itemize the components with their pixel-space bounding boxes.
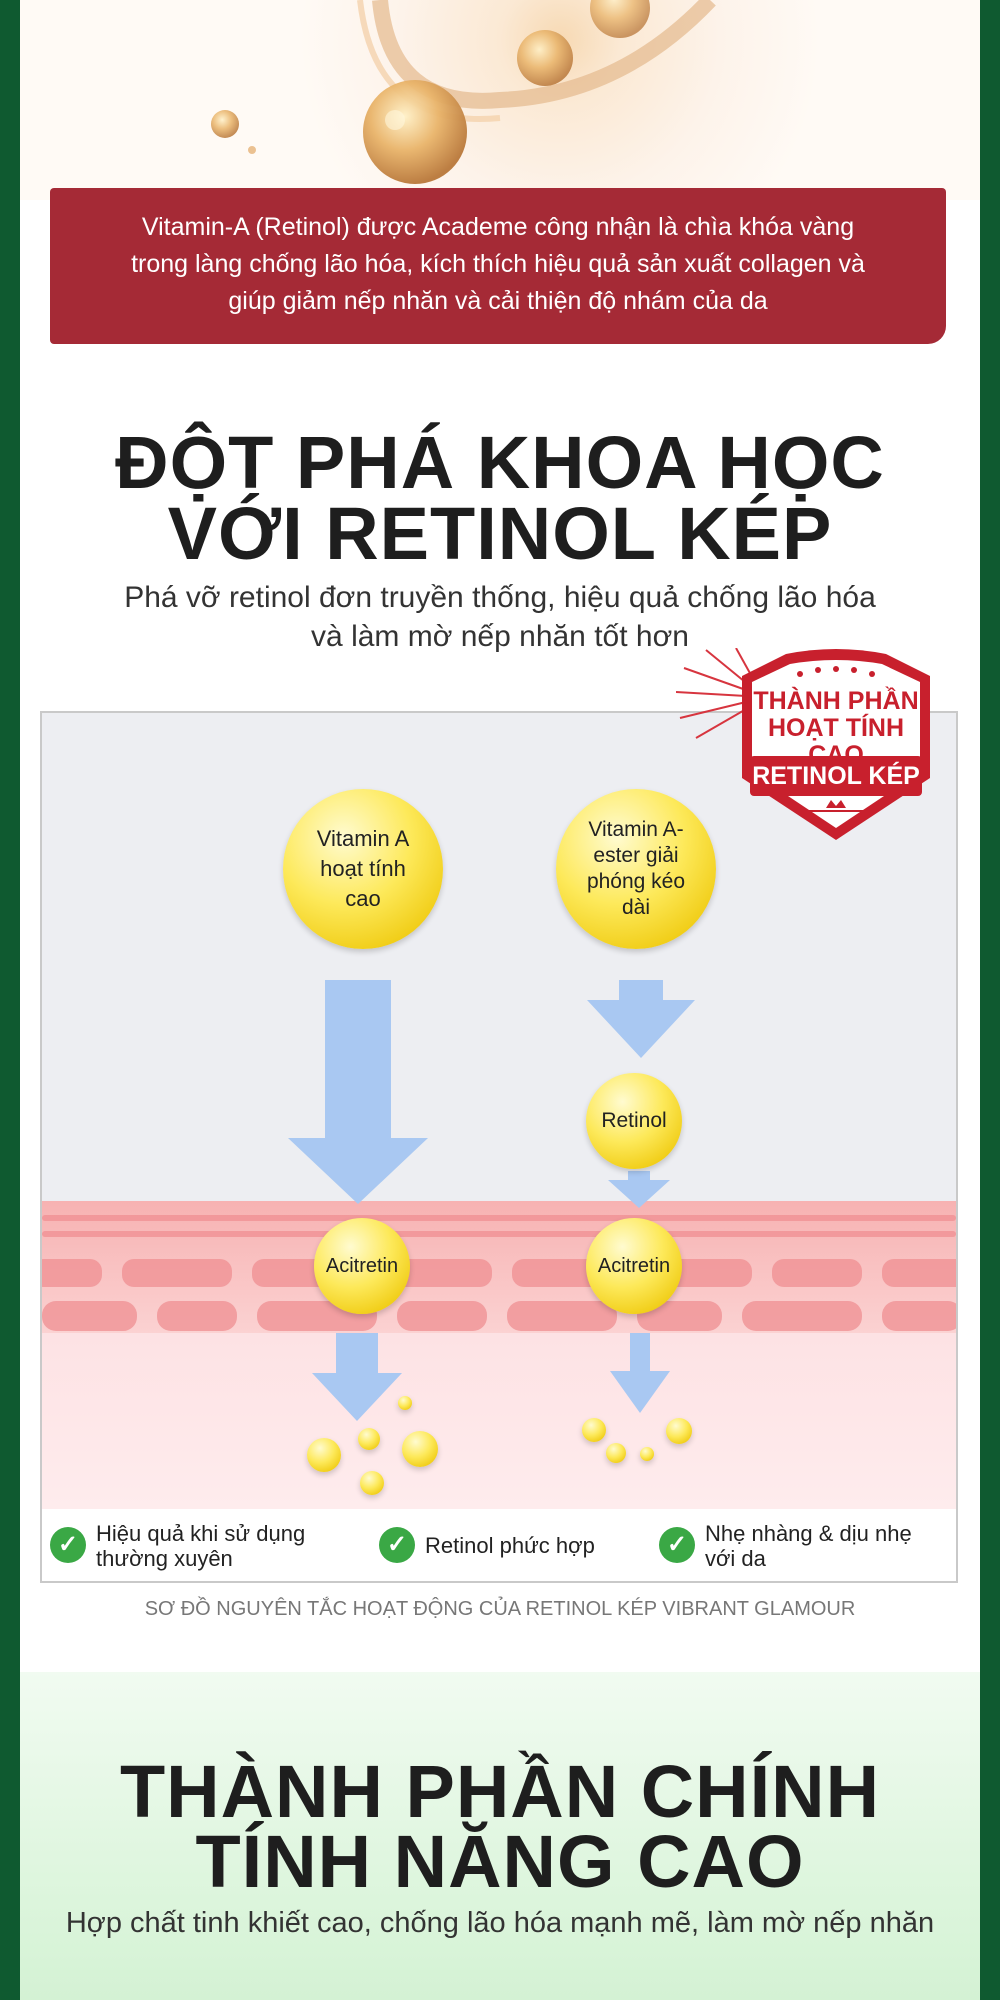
droplet	[666, 1418, 692, 1444]
section2-title-line2: TÍNH NĂNG CAO	[195, 1820, 805, 1903]
acitretin-ball-left: Acitretin	[314, 1218, 410, 1314]
banner-line-3: giúp giảm nếp nhăn và cải thiện độ nhám …	[228, 287, 768, 315]
vitamin-a-ester-ball: Vitamin A-ester giải phóng kéo dài	[556, 789, 716, 949]
badge-shape	[676, 648, 930, 840]
vitamin-a-info-banner: Vitamin-A (Retinol) được Academe công nh…	[50, 188, 946, 344]
check-icon: ✓	[659, 1527, 695, 1563]
section1-title-line2: VỚI RETINOL KÉP	[167, 492, 833, 575]
droplet	[582, 1418, 606, 1442]
droplet	[606, 1443, 626, 1463]
droplet	[398, 1396, 412, 1410]
droplet	[358, 1428, 380, 1450]
acitretin-label-right: Acitretin	[597, 1254, 671, 1277]
retinol-ball: Retinol	[586, 1073, 682, 1169]
droplet	[307, 1438, 341, 1472]
badge-line-1: THÀNH PHẦN	[753, 687, 919, 715]
retinol-label: Retinol	[601, 1109, 667, 1132]
vitamin-a-active-label: Vitamin A hoạt tính cao	[316, 826, 410, 911]
dual-retinol-diagram: Vitamin A hoạt tính cao Vitamin A-ester …	[40, 711, 958, 1583]
acitretin-label-left: Acitretin	[325, 1254, 399, 1277]
feature-complex-retinol: Retinol phức hợp	[425, 1533, 595, 1558]
feature-gentle-on-skin: Nhẹ nhàng & dịu nhẹ với da	[705, 1521, 912, 1571]
hero-serum-image	[20, 0, 980, 200]
banner-line-2: trong làng chống lão hóa, kích thích hiệ…	[131, 250, 865, 278]
section1-title-line1: ĐỘT PHÁ KHOA HỌC	[115, 421, 885, 504]
droplet	[402, 1431, 438, 1467]
section2-subtitle: Hợp chất tinh khiết cao, chống lão hóa m…	[65, 1907, 935, 1939]
badge-label: RETINOL KÉP	[752, 762, 920, 790]
high-activity-badge: THÀNH PHẦN HOẠT TÍNH CAO RETINOL KÉP	[676, 648, 936, 848]
badge-line-2: HOẠT TÍNH CAO	[767, 714, 905, 769]
vitamin-a-ester-label: Vitamin A-ester giải phóng kéo dài	[586, 818, 686, 919]
banner-line-1: Vitamin-A (Retinol) được Academe công nh…	[141, 213, 855, 241]
serum-droplets-illustration	[211, 0, 716, 184]
section1-subtitle-line1: Phá vỡ retinol đơn truyền thống, hiệu qu…	[124, 581, 876, 614]
droplet	[360, 1471, 384, 1495]
check-icon: ✓	[379, 1527, 415, 1563]
check-icon: ✓	[50, 1527, 86, 1563]
acitretin-ball-right: Acitretin	[586, 1218, 682, 1314]
product-page: Vitamin-A (Retinol) được Academe công nh…	[20, 0, 980, 2000]
skin-cells	[42, 1215, 956, 1376]
vitamin-a-active-ball: Vitamin A hoạt tính cao	[283, 789, 443, 949]
droplet	[640, 1447, 654, 1461]
diagram-caption: SƠ ĐỒ NGUYÊN TẮC HOẠT ĐỘNG CỦA RETINOL K…	[144, 1598, 856, 1620]
features-row: ✓ Hiệu quả khi sử dụng thường xuyên ✓ Re…	[42, 1509, 956, 1581]
ingredients-section	[20, 1672, 980, 2000]
section2-title-line1: THÀNH PHẦN CHÍNH	[119, 1750, 881, 1833]
section1-subtitle-line2: và làm mờ nếp nhăn tốt hơn	[311, 620, 689, 653]
feature-regular-use: Hiệu quả khi sử dụng thường xuyên	[96, 1521, 306, 1571]
